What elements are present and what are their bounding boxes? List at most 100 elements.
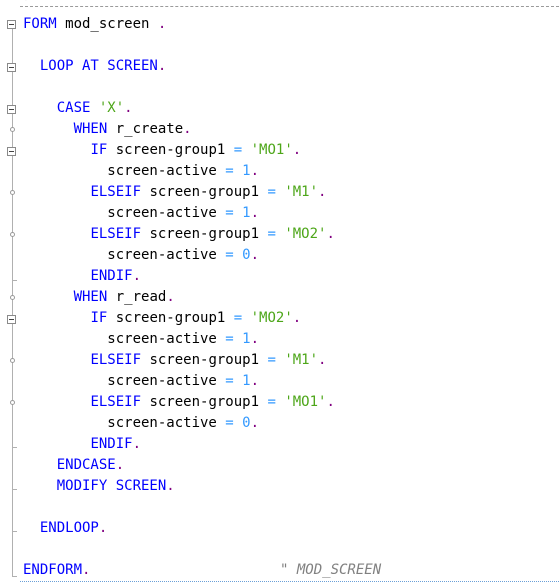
code-token-kw: FORM	[23, 16, 57, 32]
code-token-num: 1	[242, 163, 251, 179]
fold-marker-elseif	[10, 232, 15, 237]
code-token-num: 1	[242, 205, 251, 221]
code-token-id	[242, 142, 250, 158]
code-token-num: 0	[242, 415, 251, 431]
code-token-id	[23, 100, 57, 116]
code-token-id: screen-active	[23, 247, 226, 263]
code-token-id: screen-group1	[141, 352, 268, 368]
fold-marker-when	[10, 127, 15, 132]
code-line[interactable]: screen-active = 1.	[23, 203, 259, 224]
code-token-id	[23, 436, 90, 452]
code-token-punct: .	[157, 16, 167, 32]
code-token-punct: .	[318, 184, 327, 200]
code-token-id: screen-active	[23, 415, 226, 431]
code-token-kw: ELSEIF	[90, 184, 142, 200]
code-token-punct: .	[166, 478, 175, 494]
code-line[interactable]: FORM mod_screen .	[23, 14, 166, 35]
code-line[interactable]: screen-active = 0.	[23, 245, 259, 266]
code-line[interactable]: ENDIF.	[23, 434, 141, 455]
code-token-punct: .	[250, 247, 260, 263]
code-token-id	[23, 289, 74, 305]
code-line[interactable]: IF screen-group1 = 'MO2'.	[23, 308, 301, 329]
code-line[interactable]: screen-active = 1.	[23, 329, 259, 350]
code-line[interactable]: ELSEIF screen-group1 = 'MO2'.	[23, 224, 334, 245]
code-line[interactable]: screen-active = 1.	[23, 161, 259, 182]
code-token-kw: MODIFY SCREEN	[56, 478, 167, 494]
code-token-kw: WHEN	[73, 121, 108, 137]
header-marker: *	[22, 0, 30, 8]
code-token-punct: .	[132, 268, 142, 284]
code-token-id: screen-group1	[107, 310, 234, 326]
code-token-str: 'M1'	[284, 352, 319, 368]
code-token-punct: .	[250, 163, 260, 179]
code-token-punct: .	[82, 562, 91, 578]
code-token-op: =	[225, 331, 234, 347]
code-token-kw: ENDLOOP	[39, 520, 99, 536]
code-line[interactable]: ELSEIF screen-group1 = 'M1'.	[23, 350, 326, 371]
code-line[interactable]: ELSEIF screen-group1 = 'M1'.	[23, 182, 326, 203]
code-token-kw: ENDIF	[90, 436, 133, 452]
cursor-line-indicator	[20, 581, 559, 582]
code-token-punct: .	[292, 310, 302, 326]
fold-gutter-line	[12, 29, 13, 577]
code-token-op: =	[225, 247, 234, 263]
code-token-punct: .	[124, 100, 133, 116]
code-line[interactable]: screen-active = 0.	[23, 413, 259, 434]
code-token-id	[23, 121, 74, 137]
code-token-op: =	[225, 163, 234, 179]
code-token-punct: .	[250, 415, 260, 431]
code-token-id	[234, 415, 242, 431]
code-token-punct: .	[98, 520, 108, 536]
fold-marker-elseif	[10, 400, 15, 405]
code-line[interactable]: ENDCASE.	[23, 455, 124, 476]
fold-toggle-if[interactable]	[7, 147, 16, 156]
code-token-num: 0	[242, 247, 251, 263]
fold-toggle-if[interactable]	[7, 315, 16, 324]
code-line[interactable]: LOOP AT SCREEN.	[23, 56, 166, 77]
fold-marker-elseif	[10, 358, 15, 363]
code-token-id: screen-active	[23, 373, 226, 389]
code-token-id	[23, 268, 90, 284]
fold-toggle-form[interactable]	[7, 20, 16, 29]
code-token-kw: WHEN	[73, 289, 108, 305]
code-token-id: screen-group1	[141, 184, 268, 200]
code-token-op: =	[267, 352, 276, 368]
code-token-id	[23, 226, 90, 242]
code-token-id: screen-group1	[141, 226, 268, 242]
fold-end-tick	[12, 280, 17, 281]
code-token-str: 'X'	[98, 100, 125, 116]
fold-toggle-loop[interactable]	[7, 63, 16, 72]
fold-end-tick	[12, 576, 17, 577]
code-token-punct: .	[166, 289, 175, 305]
code-line[interactable]: WHEN r_create.	[23, 119, 192, 140]
code-token-id	[23, 184, 90, 200]
code-token-kw: ELSEIF	[90, 352, 142, 368]
code-line[interactable]: MODIFY SCREEN.	[23, 476, 175, 497]
code-token-kw: CASE	[56, 100, 91, 116]
code-line[interactable]: ELSEIF screen-group1 = 'MO1'.	[23, 392, 335, 413]
code-line[interactable]: ENDIF.	[23, 266, 141, 287]
fold-marker-when	[10, 295, 15, 300]
code-token-op: =	[233, 310, 243, 326]
code-token-kw: IF	[90, 142, 108, 158]
code-token-punct: .	[115, 457, 125, 473]
code-token-punct: .	[157, 58, 167, 74]
code-token-id	[23, 310, 90, 326]
code-line[interactable]: CASE 'X'.	[23, 98, 133, 119]
code-line[interactable]: screen-active = 1.	[23, 371, 259, 392]
code-line[interactable]: IF screen-group1 = 'MO1'.	[23, 140, 301, 161]
code-line[interactable]: ENDFORM.	[23, 560, 90, 581]
code-token-punct: .	[326, 394, 335, 410]
code-token-kw: ELSEIF	[90, 394, 142, 410]
code-token-punct: .	[250, 373, 260, 389]
code-token-id	[23, 520, 40, 536]
code-line[interactable]: ENDLOOP.	[23, 518, 107, 539]
code-line[interactable]: WHEN r_read.	[23, 287, 175, 308]
code-token-id	[23, 457, 57, 473]
fold-toggle-case[interactable]	[7, 105, 16, 114]
code-token-id	[23, 58, 40, 74]
code-token-punct: .	[132, 436, 142, 452]
code-token-id	[23, 142, 90, 158]
code-token-id	[23, 352, 90, 368]
